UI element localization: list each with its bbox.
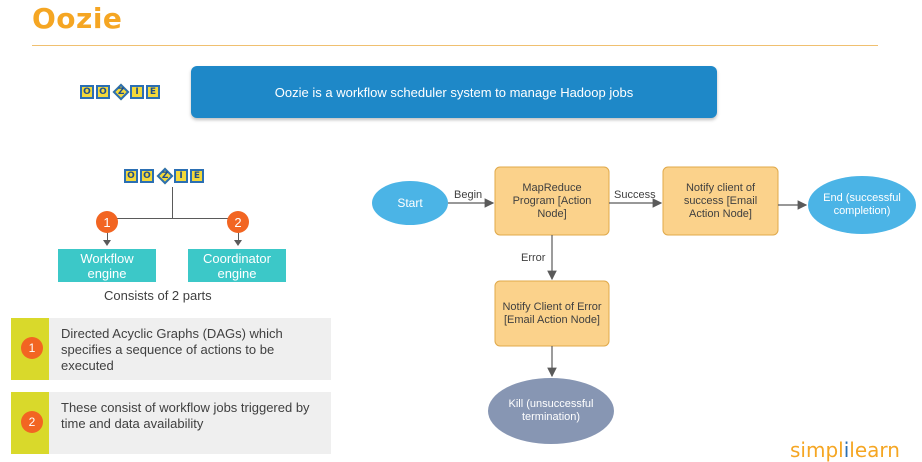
title-divider xyxy=(32,45,878,46)
workflow-engine-box: Workflow engine xyxy=(58,249,156,282)
kill-node xyxy=(488,378,614,444)
description-text: These consist of workflow jobs triggered… xyxy=(61,400,310,431)
kill-label: Kill (unsuccessful termination) xyxy=(508,398,594,423)
part-number-badge: 2 xyxy=(227,211,249,233)
tree-stem xyxy=(172,187,173,218)
tree-bar xyxy=(107,218,238,219)
end-node xyxy=(808,176,916,234)
description-number-badge: 2 xyxy=(21,411,43,433)
success-edge-label: Success xyxy=(614,189,656,201)
description-row: 1 Directed Acyclic Graphs (DAGs) which s… xyxy=(11,318,331,380)
notify-success-label: Notify client of success [Email Action N… xyxy=(683,181,758,220)
notify-success-node xyxy=(662,166,779,236)
part-number-badge: 1 xyxy=(96,211,118,233)
parts-caption: Consists of 2 parts xyxy=(104,288,212,303)
start-label: Start xyxy=(397,195,423,210)
arrow-down-icon xyxy=(103,240,111,246)
arrow-down-icon xyxy=(234,240,242,246)
brand-logo: simplilearn xyxy=(790,438,900,462)
end-label: End (successful completion) xyxy=(823,192,901,217)
description-text: Directed Acyclic Graphs (DAGs) which spe… xyxy=(61,326,283,373)
coordinator-engine-box: Coordinator engine xyxy=(188,249,286,282)
workflow-engine-label: Workflow engine xyxy=(80,250,134,281)
notify-error-label: Notify Client of Error [Email Action Nod… xyxy=(502,300,602,326)
coordinator-engine-label: Coordinator engine xyxy=(203,250,271,281)
begin-edge-label: Begin xyxy=(454,189,483,201)
error-edge-label: Error xyxy=(521,252,546,264)
page-title: Oozie xyxy=(32,2,123,35)
start-node xyxy=(372,181,448,225)
definition-banner: Oozie is a workflow scheduler system to … xyxy=(191,66,717,118)
mapreduce-label: MapReduce Program [Action Node] xyxy=(512,181,592,220)
description-number-badge: 1 xyxy=(21,337,43,359)
description-row: 2 These consist of workflow jobs trigger… xyxy=(11,392,331,454)
